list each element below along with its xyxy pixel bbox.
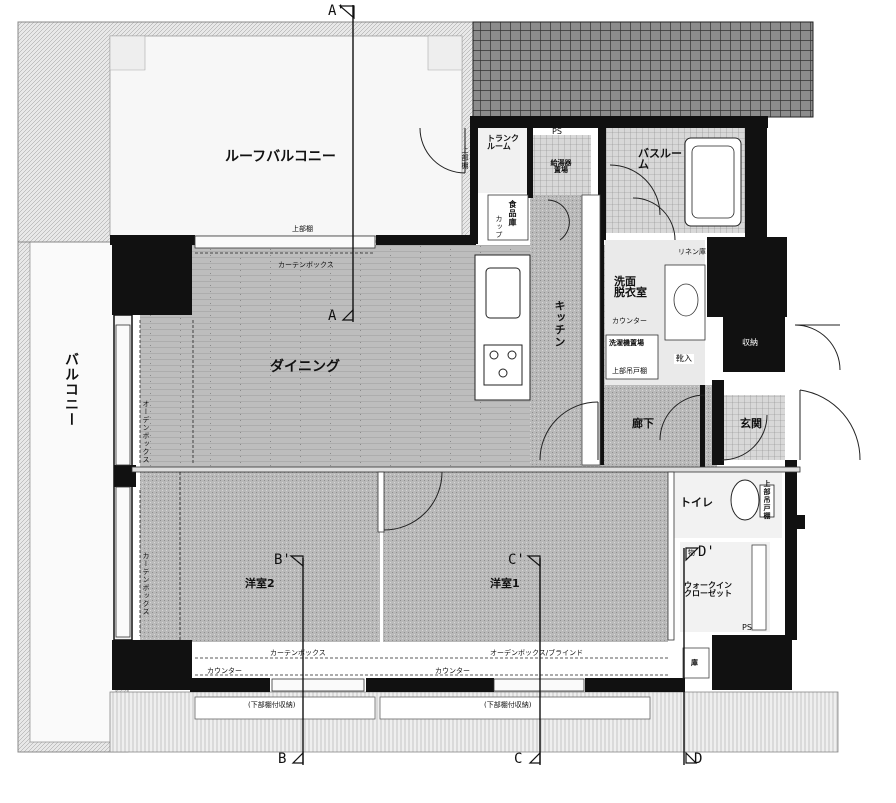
label-curtain-top: カーテンボックス	[278, 261, 334, 269]
stove-burner	[489, 350, 499, 360]
label-roof-balcony: ルーフバルコニー	[225, 149, 336, 165]
curtain-lines	[139, 252, 668, 676]
label-wash-shelf: 上部吊戸棚	[612, 367, 647, 375]
stove-burner	[498, 368, 508, 378]
door-swings	[383, 127, 861, 531]
toilet-tank	[759, 484, 775, 518]
label-wash-counter: カウンター	[612, 317, 647, 325]
window-frames	[115, 235, 585, 692]
entrance-floor	[720, 395, 785, 460]
lower-storage-box-1	[194, 696, 376, 720]
section-lines	[302, 5, 685, 765]
section-a-top: A'	[328, 3, 345, 19]
label-walkin: ウォークイン クローゼット	[684, 581, 732, 598]
section-c-bottom: C	[514, 751, 523, 767]
label-dining: ダイニング	[270, 359, 340, 375]
label-toilet-shelf: 上部吊戸棚	[763, 480, 771, 520]
label-small-box: 庫	[691, 659, 698, 667]
western1-floor	[383, 472, 668, 642]
toilet-bowl	[730, 479, 760, 521]
wash-basin	[673, 283, 699, 317]
label-curtain-left: オーデンボックス	[142, 400, 150, 464]
label-kitchen: キッチン	[553, 300, 566, 348]
label-curtain-bottom-2: カーテンボックス	[270, 649, 326, 657]
label-ps-right: PS	[742, 623, 752, 632]
label-entrance: 玄関	[740, 417, 762, 430]
washer-space	[605, 334, 659, 380]
section-b-top: B'	[274, 552, 291, 568]
tiled-roof	[472, 21, 814, 118]
walls	[110, 116, 805, 692]
stove-burner	[507, 350, 517, 360]
label-wash: 洗面 脱衣室	[614, 275, 647, 299]
label-toilet: トイレ	[680, 496, 713, 509]
section-a-bottom: A	[328, 308, 337, 324]
roof-balcony-corner	[109, 35, 146, 71]
label-bath: バスルーム	[638, 147, 682, 171]
label-storage-top: 上部棚	[461, 146, 469, 170]
section-d-bottom: D	[694, 751, 703, 767]
section-b-bottom: B	[278, 751, 287, 767]
bathtub	[684, 137, 742, 227]
roof-balcony-corner	[427, 35, 463, 71]
pantry-box	[487, 194, 529, 241]
label-hallway: 廊下	[632, 417, 654, 430]
label-curtain-bottom-1: オーデンボックス/ブラインド	[490, 649, 584, 657]
label-lower-storage-1: (下部棚付収納)	[248, 701, 296, 709]
label-shoe: 靴入	[674, 354, 694, 364]
label-pantry: 食品庫	[508, 200, 517, 227]
bathtub-inner	[691, 145, 735, 219]
small-storage	[682, 647, 710, 679]
walkin-shelf	[751, 544, 767, 631]
label-gas-meter: 給湯器 置場	[550, 159, 572, 174]
kitchen-back-counter	[581, 194, 601, 466]
wash-counter	[664, 264, 706, 341]
section-d-top: D'	[698, 544, 715, 560]
roof-balcony-floor	[109, 35, 463, 237]
label-curtain-left-2: カーテンボックス	[142, 552, 150, 616]
label-kitchen-shelf: カップ	[495, 215, 503, 239]
label-storage: 収納	[740, 338, 760, 348]
label-western1: 洋室1	[490, 577, 520, 590]
gas-area	[533, 135, 591, 195]
lower-storage-box-2	[379, 696, 651, 720]
label-western2: 洋室2	[245, 577, 275, 590]
hallway-floor	[602, 385, 717, 467]
western2-floor	[140, 472, 380, 642]
label-linen: リネン庫	[678, 248, 706, 256]
label-shelf: 上部棚	[292, 225, 313, 233]
label-trunk-room: トランク ルーム	[487, 134, 519, 151]
label-wash-machine: 洗濯機置場	[609, 339, 644, 347]
trunk-room-floor	[475, 128, 527, 193]
label-ps-top: PS	[552, 127, 562, 136]
label-lower-storage-2: (下部棚付収納)	[484, 701, 532, 709]
label-counter-1: カウンター	[207, 667, 242, 675]
label-linen-small: 物	[688, 549, 695, 557]
label-counter-2: カウンター	[435, 667, 470, 675]
kitchen-sink	[485, 267, 521, 319]
label-balcony: バルコニー	[63, 352, 79, 427]
section-c-top: C'	[508, 552, 525, 568]
section-markers	[289, 5, 700, 764]
kitchen-stove	[483, 344, 523, 386]
